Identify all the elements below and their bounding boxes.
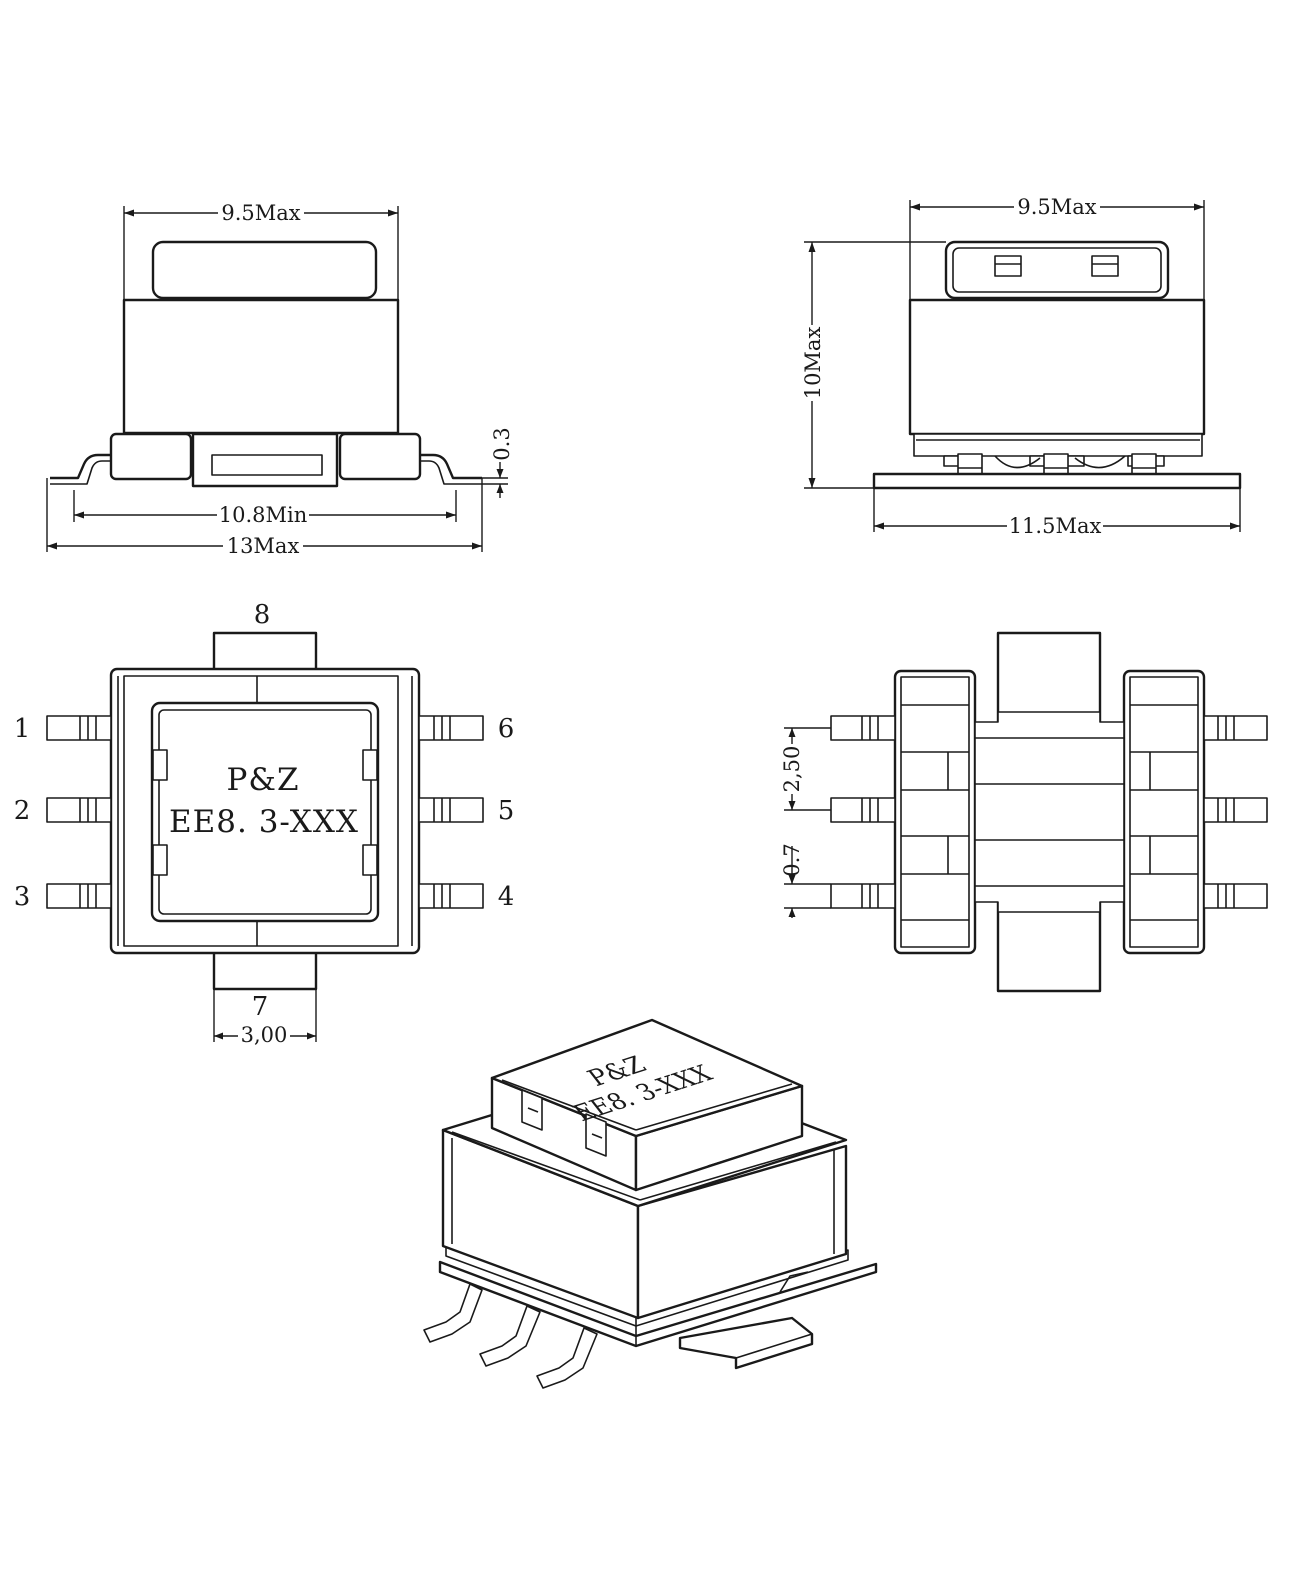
top-view: P&Z EE8. 3-XXX 1 2 3 4 5 6 8 7 3,00 (14, 600, 515, 1047)
pin-label-6: 6 (498, 714, 515, 744)
tab-width-label: 3,00 (241, 1023, 288, 1047)
pin-label-5: 5 (498, 796, 515, 826)
pin-label-3: 3 (14, 882, 31, 912)
pin-label-7: 7 (252, 992, 269, 1022)
pin-label-2: 2 (14, 796, 31, 826)
side-height-label: 10Max (801, 327, 825, 400)
pin-pitch-label: 2,50 (780, 746, 804, 793)
bottom-view: 2,50 0.7 (780, 631, 1268, 993)
side-width-label: 9.5Max (1017, 195, 1096, 219)
side-view: 9.5Max 10Max 11.5Max (799, 194, 1242, 539)
front-lead-span-label: 10.8Min (219, 503, 308, 527)
front-view: 9.5Max 10.8Min 13Max 0.3 (46, 200, 514, 559)
isometric-view: P&Z EE8. 3-XXX (423, 1018, 878, 1389)
marking-line2: EE8. 3-XXX (169, 804, 359, 840)
pin-label-8: 8 (254, 600, 271, 630)
marking-line1: P&Z (227, 762, 300, 798)
pin-width-label: 0.7 (780, 843, 804, 876)
pin-label-4: 4 (498, 882, 515, 912)
front-overall-width-label: 13Max (227, 534, 300, 558)
front-width-label: 9.5Max (221, 201, 300, 225)
front-lead-thickness-label: 0.3 (490, 427, 514, 460)
side-base-width-label: 11.5Max (1009, 514, 1102, 538)
pin-label-1: 1 (14, 714, 31, 744)
